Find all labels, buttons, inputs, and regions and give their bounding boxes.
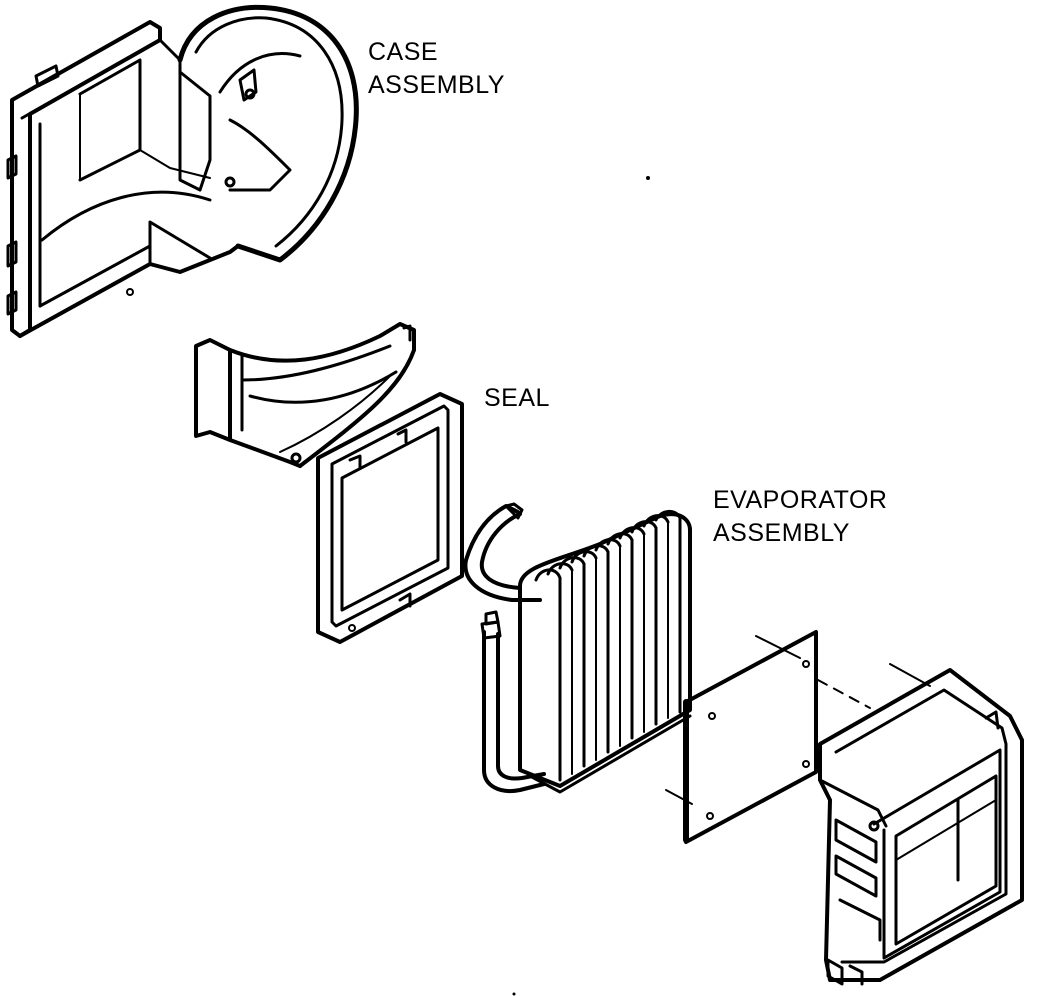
evaporator-assembly-label-line1: EVAPORATOR <box>713 486 888 514</box>
case-assembly-label-line1: CASE <box>368 38 439 66</box>
speck <box>512 992 516 996</box>
seal-label-text: SEAL <box>484 384 550 412</box>
plate-part <box>665 630 871 844</box>
case-assembly-label-line2: ASSEMBLY <box>368 71 505 99</box>
duct-piece-part <box>194 322 416 468</box>
evaporator-assembly-label-line2: ASSEMBLY <box>713 519 850 547</box>
lower-case-part <box>818 663 1024 986</box>
evaporator-assembly-label: EVAPORATOR ASSEMBLY <box>713 484 887 550</box>
seal-part <box>316 392 464 644</box>
case-assembly-part <box>6 4 359 338</box>
seal-label: SEAL <box>484 382 550 415</box>
evaporator-assembly-part <box>463 502 692 794</box>
case-assembly-label: CASE ASSEMBLY <box>368 36 505 102</box>
speck <box>646 176 650 180</box>
